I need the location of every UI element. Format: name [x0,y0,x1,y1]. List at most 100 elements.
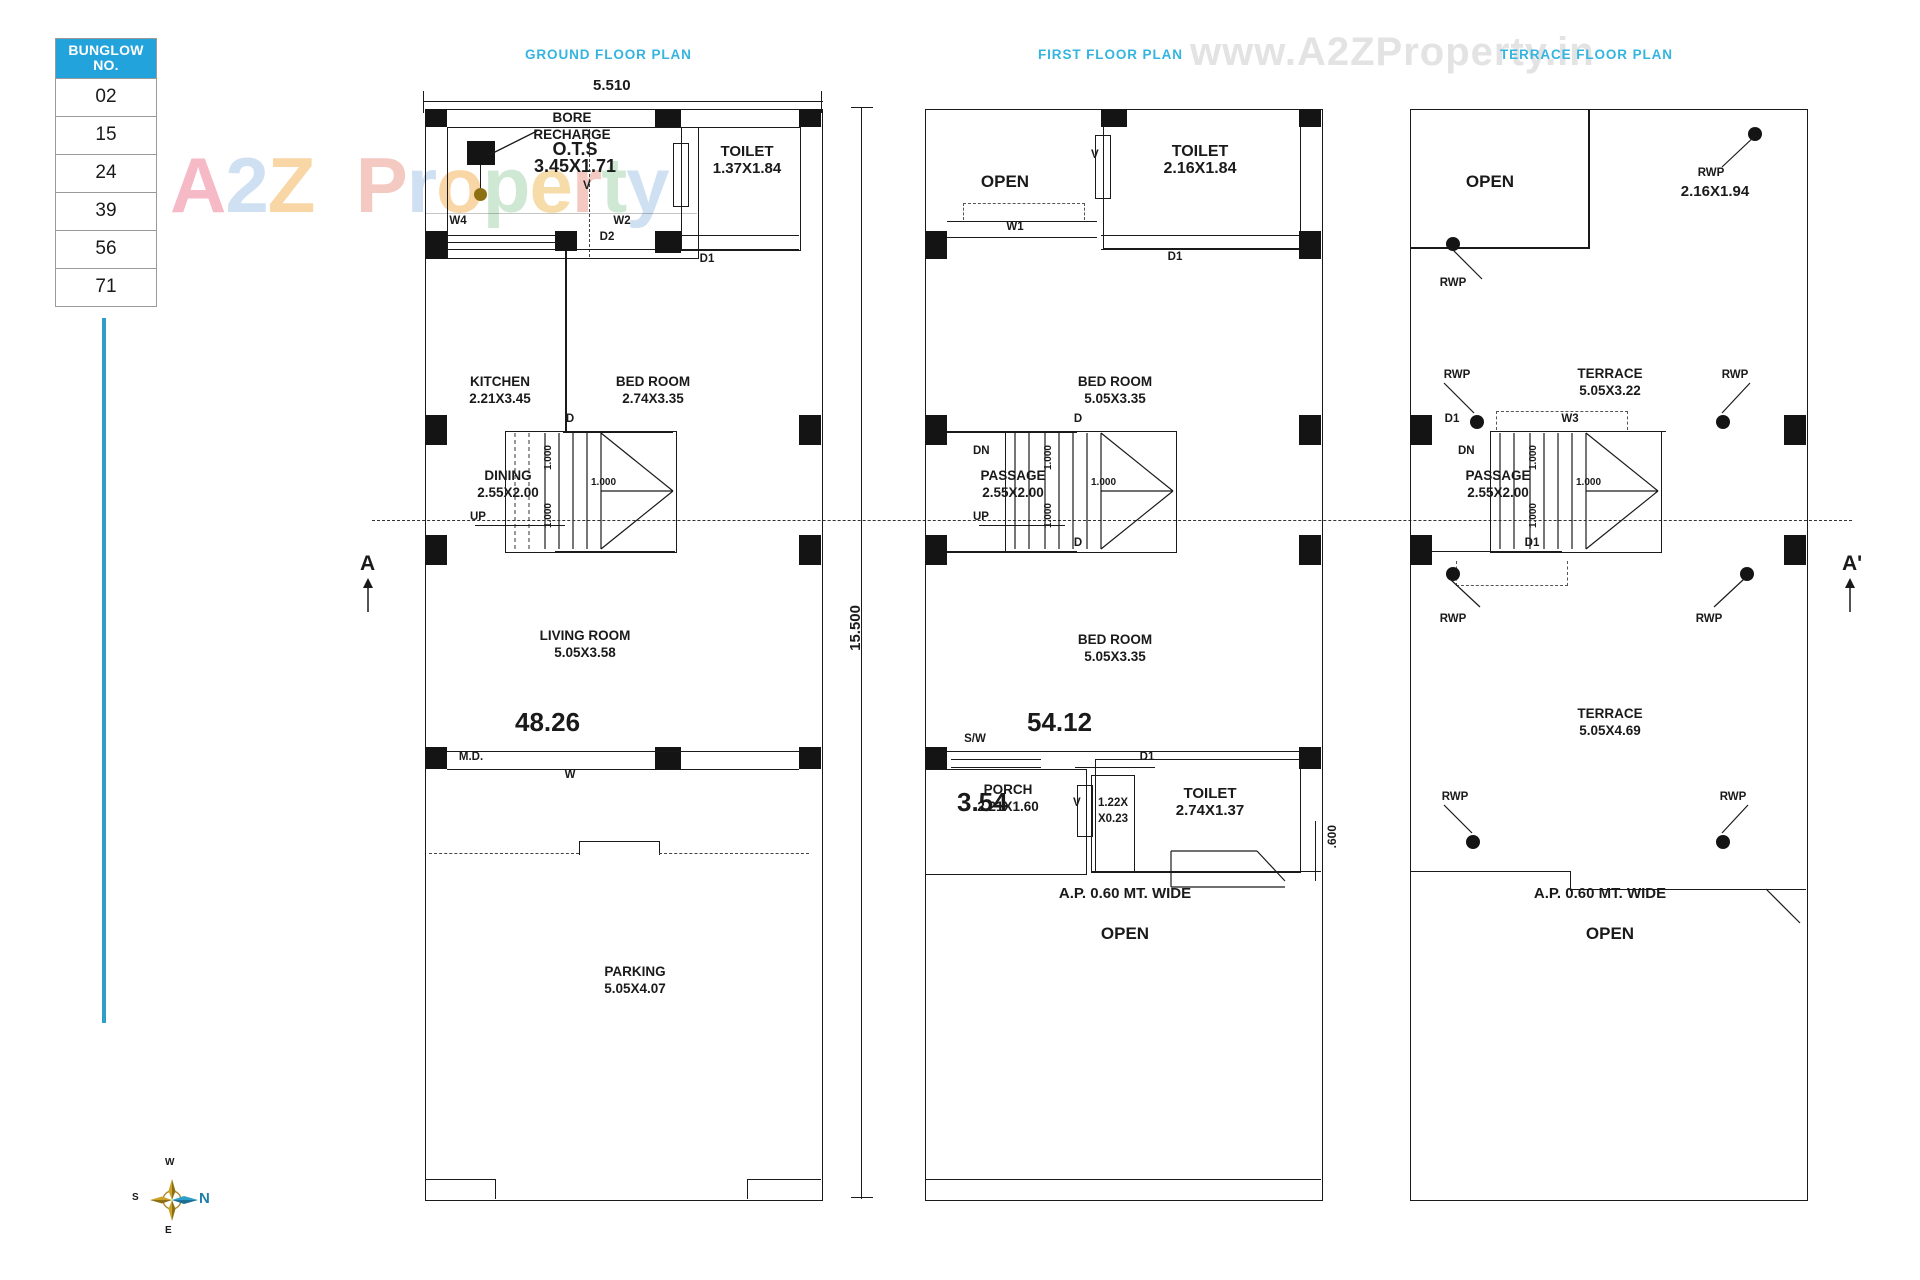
overall-width-dim: 5.510 [593,77,631,94]
pier [799,415,821,445]
door-label-d: D [1073,537,1083,549]
bunglow-header-line1: BUNGLOW [68,42,144,58]
staircase-treads [1499,432,1659,550]
rwp-dot [1716,835,1730,849]
ground-toilet-label: TOILET 1.37X1.84 [697,143,797,177]
rwp-dot [1470,415,1484,429]
ground-toilet-size: 1.37X1.84 [712,160,782,177]
pier [1299,747,1321,769]
kitchen-bedroom-partition [565,251,567,431]
pier [799,747,821,769]
terrace-passage-size: 2.55X2.00 [1467,485,1529,500]
pier [1299,109,1321,127]
section-arrow-up-icon [363,578,373,612]
wall-line [951,767,1041,769]
shaft-dim-line1: 1.22X [1097,797,1129,809]
wall-line [947,221,1097,223]
dim-tick-left [423,91,425,113]
stair-direction-dn: DN [973,445,990,457]
wall-line [447,242,557,244]
terrace2-size: 5.05X4.69 [1579,723,1641,738]
pier [425,109,447,127]
compass-label-south: S [132,1192,139,1203]
wall-line [1410,871,1570,873]
door-label-d1: D1 [1524,537,1540,549]
first-toilet2-size: 2.74X1.37 [1175,802,1245,819]
entry-gap [495,1179,497,1199]
bunglow-leader-line [102,318,106,1023]
kitchen-size: 2.21X3.45 [469,391,531,406]
wall-line [447,769,799,771]
pier [1784,415,1806,445]
wall-line [577,249,655,251]
pier [925,535,947,565]
first-bedroom1-size: 5.05X3.35 [1084,391,1146,406]
wall-line [447,249,557,251]
partition-line [1588,109,1590,247]
chajja-dashed [963,203,1085,220]
ap-hatch [1170,850,1286,888]
door-label-d1: D1 [699,253,715,265]
ap-wide-label: A.P. 0.60 MT. WIDE [1058,885,1192,902]
terrace-open-bottom-label: OPEN [1585,924,1635,943]
parking-edge-dashed [429,853,579,854]
porch-name: PORCH [983,782,1033,797]
ground-toilet-name: TOILET [720,143,774,160]
ground-toilet-outline [681,127,801,251]
door-label-d2: D2 [599,231,615,243]
first-passage-size: 2.55X2.00 [982,485,1044,500]
wall-line [1101,235,1299,237]
entry-gap [747,1179,821,1181]
terrace-open-top-label: OPEN [1465,172,1515,191]
watermark-a2z-property: A2Z Property [170,141,670,229]
window-label-w: W [564,769,576,781]
table-row: 15 [56,116,156,154]
first-toilet2-outline [1095,759,1301,873]
door-label-d: D [565,413,575,425]
porch-area: 3.54 [957,787,1008,817]
porch-size: 2.21X1.60 [977,799,1039,814]
ots-label: O.T.S 3.45X1.71 [505,140,645,175]
kitchen-name: KITCHEN [470,374,530,389]
window-label-w3: W3 [1561,413,1579,425]
rwp-dot [1716,415,1730,429]
dim-line [1315,821,1317,881]
window-label-w4: W4 [449,215,467,227]
sw-label: S/W [964,733,986,745]
bore-recharge-label: BORE RECHARGE [507,109,637,143]
wall-line [1432,551,1562,553]
parking-step [579,841,659,843]
ap-width-dim: .600 [1325,825,1339,849]
ots-divider-dashed [589,129,590,257]
rwp-label: RWP [1439,613,1467,625]
ground-bedroom-name: BED ROOM [615,374,691,389]
first-toilet-outline [1103,109,1301,249]
first-bedroom1-name: BED ROOM [1077,374,1153,389]
rwp-leader [1449,246,1483,280]
first-toilet-label: TOILET 2.16X1.84 [1115,143,1285,177]
first-bedroom2-label: BED ROOM 5.05X3.35 [1015,631,1215,665]
terrace2-name: TERRACE [1577,706,1643,721]
rwp-label: RWP [1439,277,1467,289]
section-label-a: A [360,552,376,575]
pier [925,415,947,445]
section-mark-a-right: A' [1842,552,1864,612]
first-toilet2-label: TOILET 2.74X1.37 [1125,785,1295,819]
rwp-dot [1466,835,1480,849]
stair-direction-up: UP [973,511,989,523]
rwp-leader [1449,578,1481,608]
ventilator-opening [1095,135,1111,199]
rwp-label: RWP [1719,791,1747,803]
wall-line [1570,889,1806,891]
wall-line [947,751,1299,753]
bunglow-table-header: BUNGLOW NO. [56,39,156,78]
bottom-edge [925,1179,1321,1181]
pier [655,231,681,253]
stair-direction-dn: DN [1458,445,1475,457]
pier [425,231,447,259]
rwp-dot [1740,567,1754,581]
first-open-top-label: OPEN [980,172,1030,191]
ventilator-opening [673,143,689,207]
ground-floor-area: 48.26 [515,707,581,737]
rwp-dot [1446,237,1460,251]
